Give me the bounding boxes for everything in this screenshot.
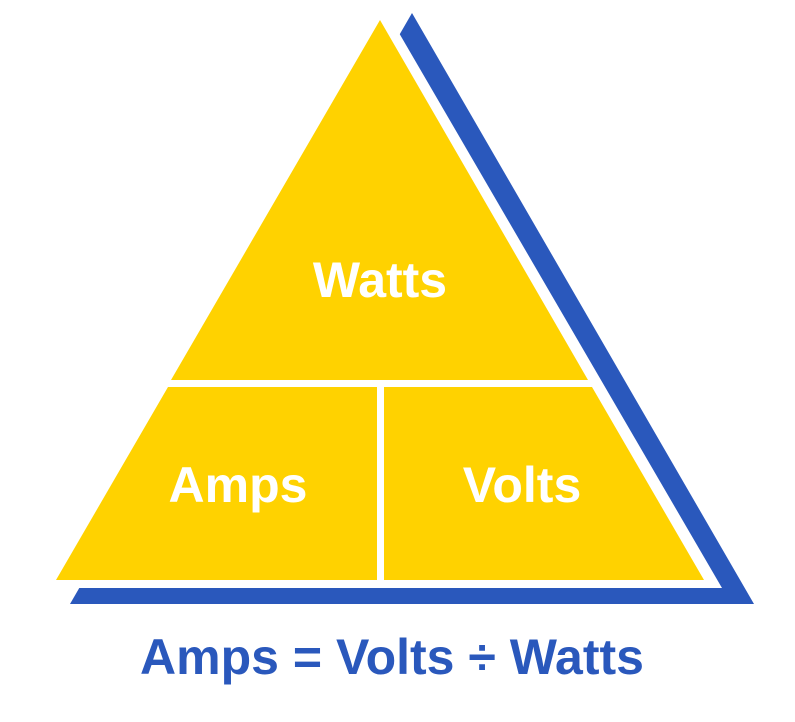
watts-section [171, 20, 588, 380]
volts-label: Volts [463, 457, 582, 513]
amps-label: Amps [169, 457, 308, 513]
watts-label: Watts [313, 252, 447, 308]
amps-section [56, 387, 377, 580]
formula-text: Amps = Volts ÷ Watts [140, 629, 644, 685]
volts-section [384, 387, 704, 580]
